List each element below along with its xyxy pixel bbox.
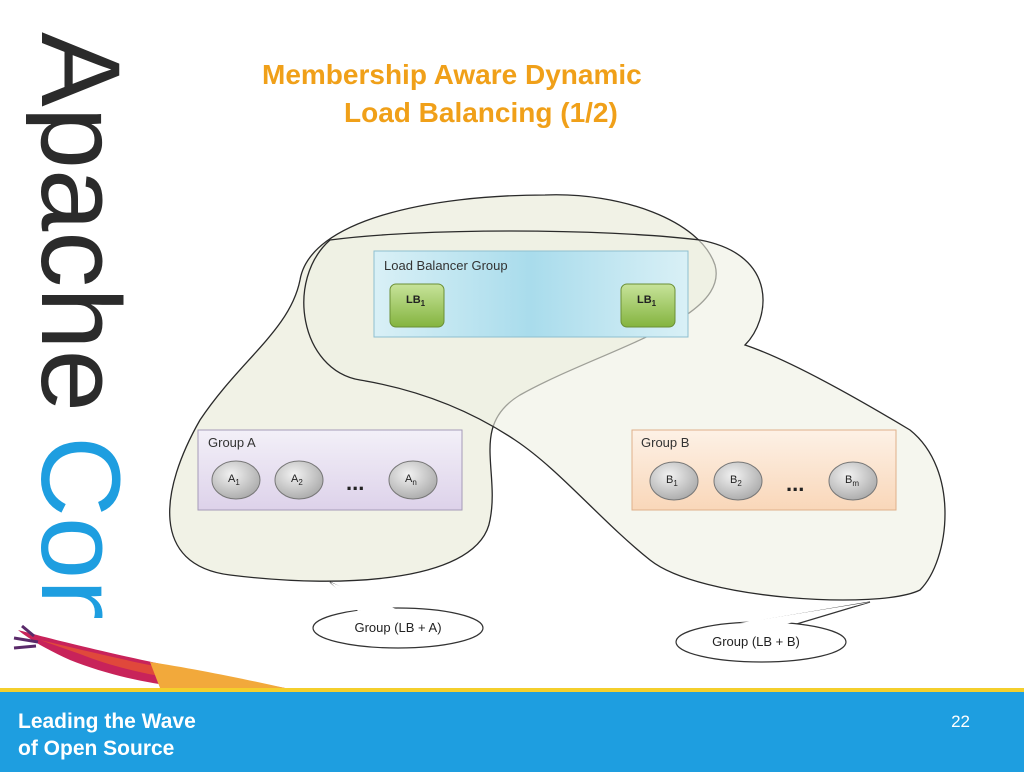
group-a-ellipsis: ...	[346, 470, 364, 495]
group-a-label: Group A	[208, 435, 256, 450]
lb-node-left: LB1	[389, 283, 445, 328]
group-a-box: Group A A1 A2 ... An	[197, 429, 463, 511]
svg-text:Bm: Bm	[845, 474, 859, 488]
title-line-2: Load Balancing (1/2)	[344, 97, 618, 128]
slide-title: Membership Aware Dynamic Load Balancing …	[262, 56, 782, 132]
tagline-line-2: of Open Source	[18, 737, 175, 760]
apachecon-wordmark: Apache Con	[18, 28, 143, 641]
svg-text:B2: B2	[730, 474, 742, 488]
node-a1: A1	[211, 460, 261, 500]
node-b2: B2	[713, 461, 763, 501]
callout-lb-b: Group (LB + B)	[675, 601, 871, 663]
footer-bar: Leading the Wave of Open Source 22	[0, 688, 1024, 772]
node-b1: B1	[649, 461, 699, 501]
lb-group-label: Load Balancer Group	[384, 258, 508, 273]
svg-text:An: An	[405, 473, 417, 487]
callout-lb-b-label: Group (LB + B)	[712, 634, 800, 649]
group-b-ellipsis: ...	[786, 471, 804, 496]
svg-text:A2: A2	[291, 473, 303, 487]
wordmark-con: Con	[26, 436, 136, 618]
load-balancer-group: Load Balancer Group LB1 LB1	[373, 250, 689, 338]
title-line-1: Membership Aware Dynamic	[262, 59, 642, 90]
apache-feather-logo	[13, 624, 285, 694]
wordmark-apache: Apache	[26, 32, 136, 412]
group-b-box: Group B B1 B2 ... Bm	[631, 429, 897, 511]
svg-text:LB1: LB1	[637, 294, 657, 308]
svg-text:B1: B1	[666, 474, 678, 488]
svg-text:LB1: LB1	[406, 294, 426, 308]
page-number: 22	[951, 712, 970, 731]
group-b-label: Group B	[641, 435, 689, 450]
callout-lb-a-label: Group (LB + A)	[354, 620, 441, 635]
node-a2: A2	[274, 460, 324, 500]
node-bm: Bm	[828, 461, 878, 501]
footer-tagline: Leading the Wave of Open Source	[18, 708, 196, 762]
tagline-line-1: Leading the Wave	[18, 710, 196, 733]
node-an: An	[388, 460, 438, 500]
svg-text:A1: A1	[228, 473, 240, 487]
lb-node-right: LB1	[620, 283, 676, 328]
callout-lb-a: Group (LB + A)	[312, 581, 484, 649]
